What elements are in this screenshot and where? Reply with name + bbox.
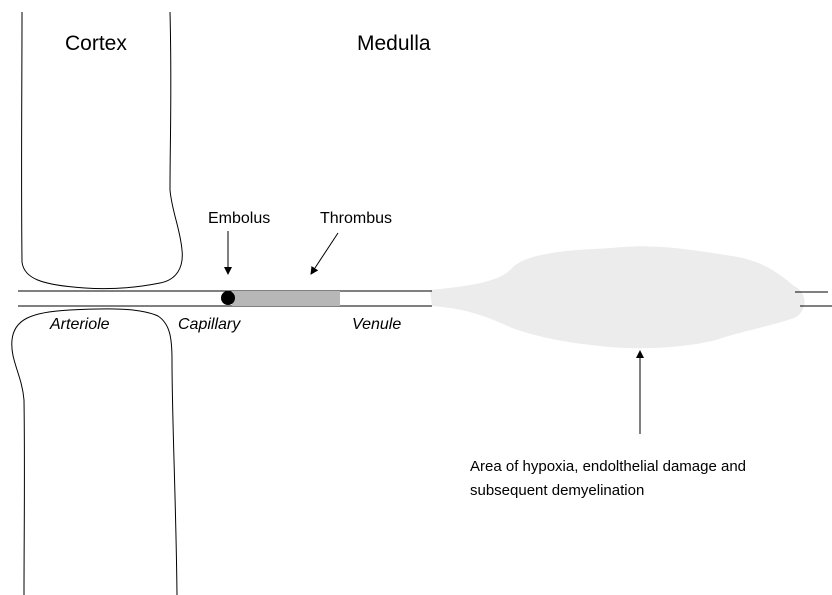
lesion-caption-line2: subsequent demyelination (470, 482, 644, 499)
embolus-label: Embolus (208, 210, 270, 227)
cortex-lower-outline (12, 309, 177, 595)
capillary-label: Capillary (178, 316, 241, 333)
medulla-label: Medulla (357, 32, 431, 55)
venule-label: Venule (352, 316, 401, 333)
thrombus-block (232, 291, 340, 306)
thrombus-label: Thrombus (320, 210, 392, 227)
lesion-area (430, 246, 805, 348)
cortex-label: Cortex (65, 32, 127, 55)
embolus-dot (221, 291, 235, 305)
arteriole-label: Arteriole (49, 316, 110, 333)
thrombus-arrow (311, 233, 338, 274)
lesion-caption-line1: Area of hypoxia, endolthelial damage and (470, 458, 746, 475)
